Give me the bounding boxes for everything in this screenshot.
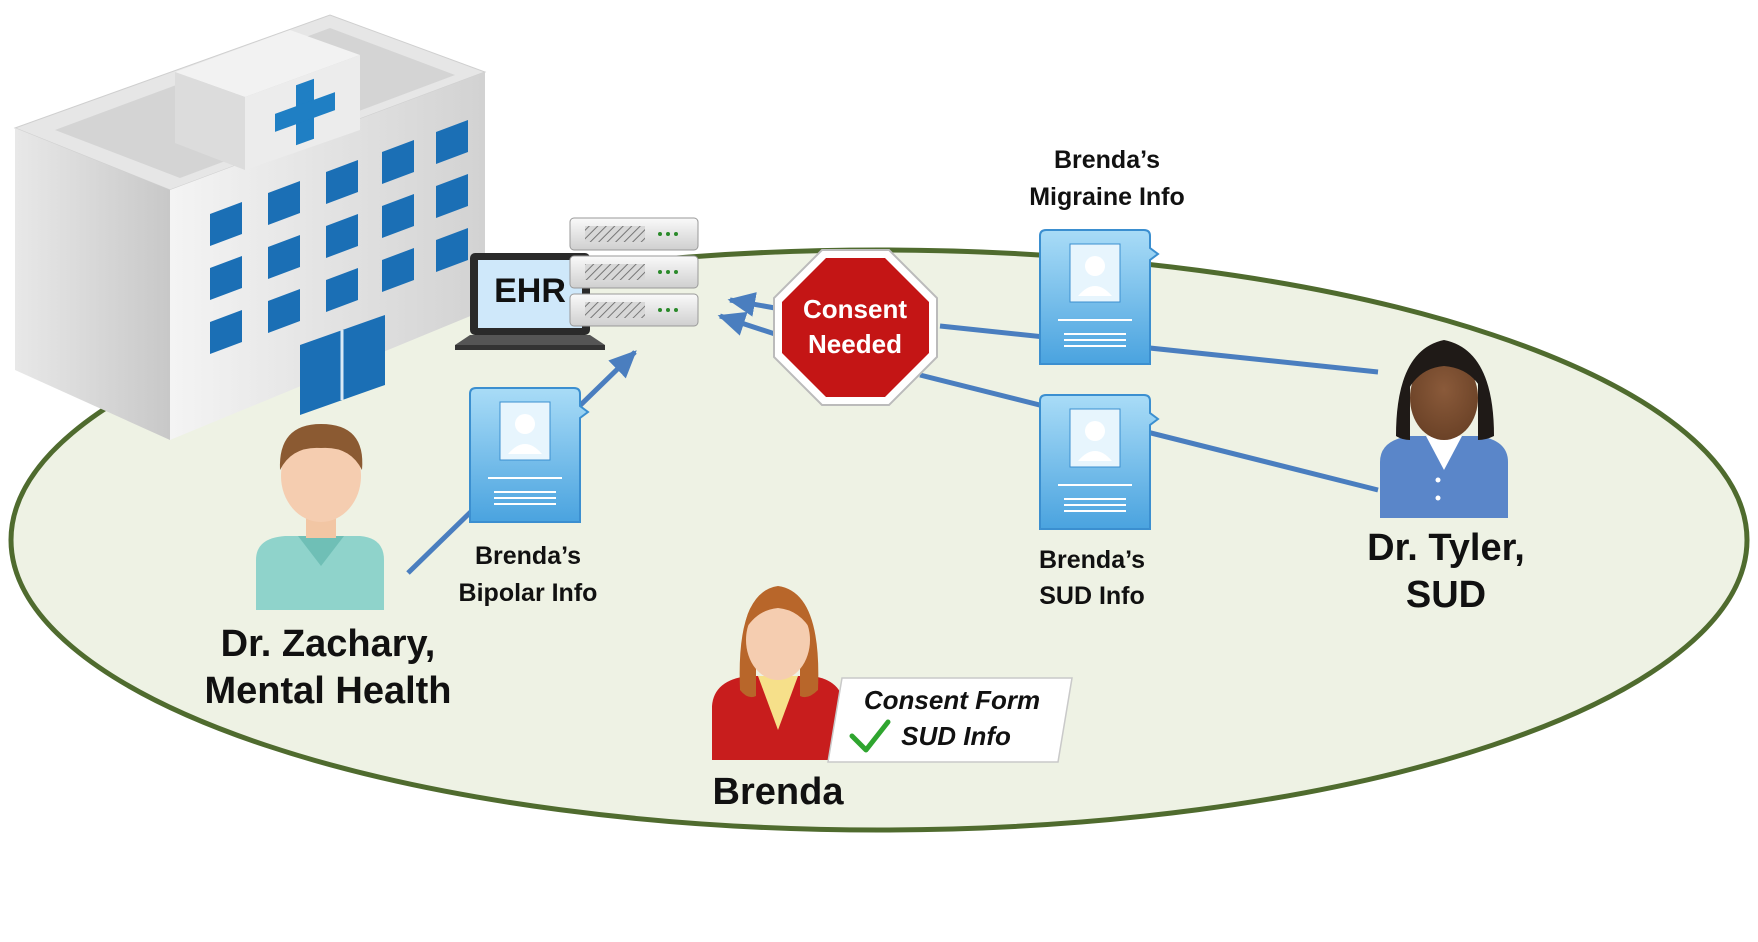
sud-label-line1: Brenda’s [1039, 546, 1145, 574]
brenda-label: Brenda [713, 771, 845, 813]
stop-sign-line1: Consent [803, 294, 907, 324]
dr-tyler-label-line1: Dr. Tyler, [1367, 527, 1525, 569]
hospital-icon [13, 14, 487, 440]
check-icon [849, 719, 891, 753]
bipolar-label-line2: Bipolar Info [459, 579, 598, 607]
server-stack-icon [569, 217, 699, 327]
consent-form-card: Consent Form SUD Info [827, 677, 1073, 763]
brenda-avatar [712, 586, 844, 760]
consent-needed-stop-sign: Consent Needed [773, 249, 938, 406]
arrow-tyler-to-ehr-upper [939, 323, 1379, 375]
dr-zachary-label-line2: Mental Health [204, 670, 451, 712]
laptop-icon: EHR [455, 253, 605, 350]
dr-zachary-avatar [256, 424, 384, 610]
consent-form-title: Consent Form [864, 685, 1040, 715]
migraine-label-line1: Brenda’s [1054, 146, 1160, 174]
ehr-label: EHR [494, 272, 566, 310]
dr-tyler-avatar [1380, 340, 1508, 518]
migraine-label-line2: Migraine Info [1029, 183, 1185, 211]
document-migraine [1039, 229, 1160, 365]
document-bipolar [469, 387, 590, 523]
bipolar-label-line1: Brenda’s [475, 542, 581, 570]
document-sud [1039, 394, 1160, 530]
medical-cross-icon [275, 78, 335, 146]
consent-form-item: SUD Info [901, 721, 1011, 751]
stop-sign-line2: Needed [808, 329, 902, 359]
sud-label-line2: SUD Info [1039, 582, 1145, 610]
dr-tyler-label-line2: SUD [1406, 574, 1486, 616]
dr-zachary-label-line1: Dr. Zachary, [221, 623, 436, 665]
